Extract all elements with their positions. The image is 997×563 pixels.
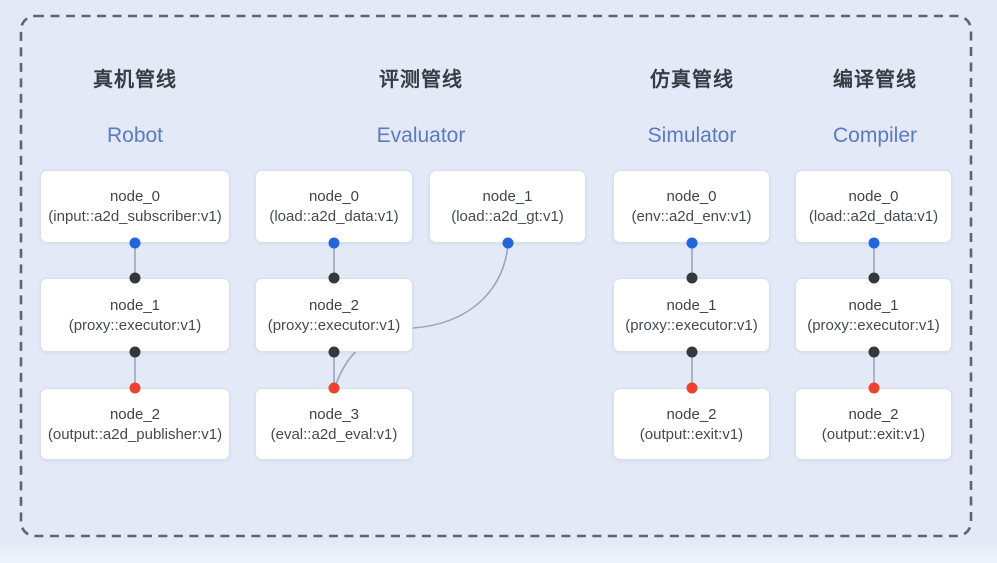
- node-name: node_2: [308, 296, 360, 314]
- node-type: (proxy::executor:v1): [267, 316, 401, 334]
- node-box-evaluator-2: node_2 (proxy::executor:v1): [255, 278, 413, 352]
- node-type: (load::a2d_data:v1): [808, 208, 939, 225]
- edge-group: [134, 243, 875, 388]
- node-type: (output::exit:v1): [821, 425, 926, 443]
- node-type: (proxy::executor:v1): [807, 316, 940, 334]
- pipeline-title-en-simulator: Simulator: [647, 124, 737, 147]
- node-box-compiler-0: node_0 (load::a2d_data:v1): [795, 170, 952, 243]
- node-name: node_1: [109, 296, 161, 314]
- pipeline-title-zh-compiler: 编译管线: [833, 69, 917, 91]
- pipeline-title-zh-simulator: 仿真管线: [650, 69, 734, 91]
- node-type: (input::a2d_subscriber:v1): [48, 208, 222, 225]
- node-box-simulator-1: node_1 (proxy::executor:v1): [613, 278, 770, 352]
- node-box-simulator-2: node_2 (output::exit:v1): [613, 388, 770, 460]
- node-box-evaluator-1: node_1 (load::a2d_gt:v1): [429, 170, 586, 243]
- node-name: node_1: [848, 296, 899, 314]
- node-box-robot-0: node_0 (input::a2d_subscriber:v1): [40, 170, 230, 243]
- node-name: node_2: [848, 405, 899, 423]
- node-box-robot-1: node_1 (proxy::executor:v1): [40, 278, 230, 352]
- node-name: node_0: [848, 188, 899, 205]
- node-name: node_0: [109, 188, 161, 205]
- node-box-evaluator-3: node_3 (eval::a2d_eval:v1): [255, 388, 413, 460]
- node-type: (eval::a2d_eval:v1): [270, 425, 398, 443]
- node-box-compiler-1: node_1 (proxy::executor:v1): [795, 278, 952, 352]
- node-type: (proxy::executor:v1): [625, 316, 758, 334]
- node-box-simulator-0: node_0 (env::a2d_env:v1): [613, 170, 770, 243]
- node-name: node_2: [109, 405, 161, 423]
- pipeline-title-en-compiler: Compiler: [832, 124, 918, 147]
- node-box-robot-2: node_2 (output::a2d_publisher:v1): [40, 388, 230, 460]
- node-type: (proxy::executor:v1): [68, 316, 202, 334]
- node-type: (env::a2d_env:v1): [631, 208, 752, 225]
- node-name: node_3: [308, 405, 360, 423]
- node-box-evaluator-0: node_0 (load::a2d_data:v1): [255, 170, 413, 243]
- node-name: node_1: [666, 296, 717, 314]
- pipeline-title-en-robot: Robot: [106, 124, 164, 147]
- pipeline-title-zh-evaluator: 评测管线: [379, 69, 463, 91]
- node-name: node_2: [666, 405, 717, 423]
- edge-curve-gt-to-eval: [335, 244, 509, 385]
- node-name: node_0: [666, 188, 717, 205]
- node-name: node_1: [482, 188, 533, 205]
- pipeline-title-en-evaluator: Evaluator: [376, 124, 466, 147]
- pipeline-title-zh-robot: 真机管线: [93, 69, 177, 91]
- node-type: (output::exit:v1): [639, 425, 744, 443]
- node-type: (output::a2d_publisher:v1): [47, 425, 223, 443]
- node-name: node_0: [308, 188, 360, 205]
- node-box-compiler-2: node_2 (output::exit:v1): [795, 388, 952, 460]
- node-type: (load::a2d_data:v1): [269, 208, 399, 225]
- node-type: (load::a2d_gt:v1): [451, 208, 564, 225]
